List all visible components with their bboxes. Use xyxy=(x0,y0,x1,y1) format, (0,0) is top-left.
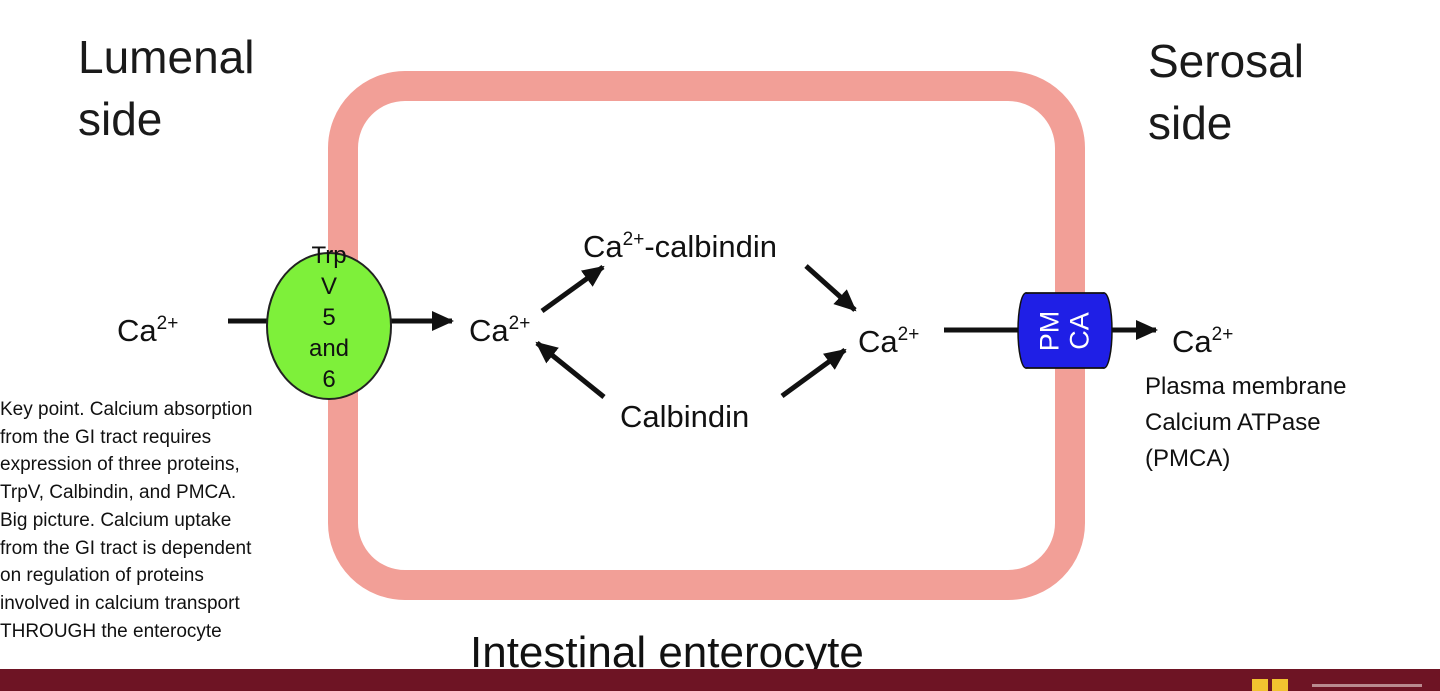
ca-calbindin-complex: Ca2+-calbindin xyxy=(583,229,778,264)
arrow-ca-to-complex xyxy=(540,264,605,314)
key-point-note: Key point. Calcium absorption from the G… xyxy=(0,399,253,642)
ca-ion-cytosol-exit: Ca2+ xyxy=(858,324,920,359)
footer-logo-icon xyxy=(1252,679,1268,691)
cell-caption: Intestinal enterocyte xyxy=(470,628,864,677)
lumenal-side-heading: Lumenal side xyxy=(78,31,255,145)
ca-ion-serosa: Ca2+ xyxy=(1172,324,1234,359)
ca-ion-cytosol-entry: Ca2+ xyxy=(469,313,531,348)
arrow-complex-to-ca xyxy=(804,264,857,312)
pmca-label-text: PM CA xyxy=(1034,310,1094,351)
footer-bar xyxy=(0,669,1440,691)
footer-logo-icon-secondary xyxy=(1272,679,1288,691)
serosal-side-heading: Serosal side xyxy=(1148,35,1304,149)
trpv-channel xyxy=(266,252,392,400)
calbindin-label: Calbindin xyxy=(620,399,750,434)
ca-ion-lumen: Ca2+ xyxy=(117,313,179,348)
trpv-label: Trp V 5 and 6 xyxy=(308,242,350,393)
pmca-pump xyxy=(1017,292,1113,369)
footer-tagline xyxy=(1312,684,1422,687)
arrow-calbindin-to-ca xyxy=(535,341,606,399)
arrow-ca-to-calbindin xyxy=(780,347,847,399)
pmca-label: PM CA xyxy=(1025,293,1103,368)
enterocyte-membrane xyxy=(328,71,1085,600)
pmca-description: Plasma membrane Calcium ATPase (PMCA) xyxy=(1145,373,1347,472)
